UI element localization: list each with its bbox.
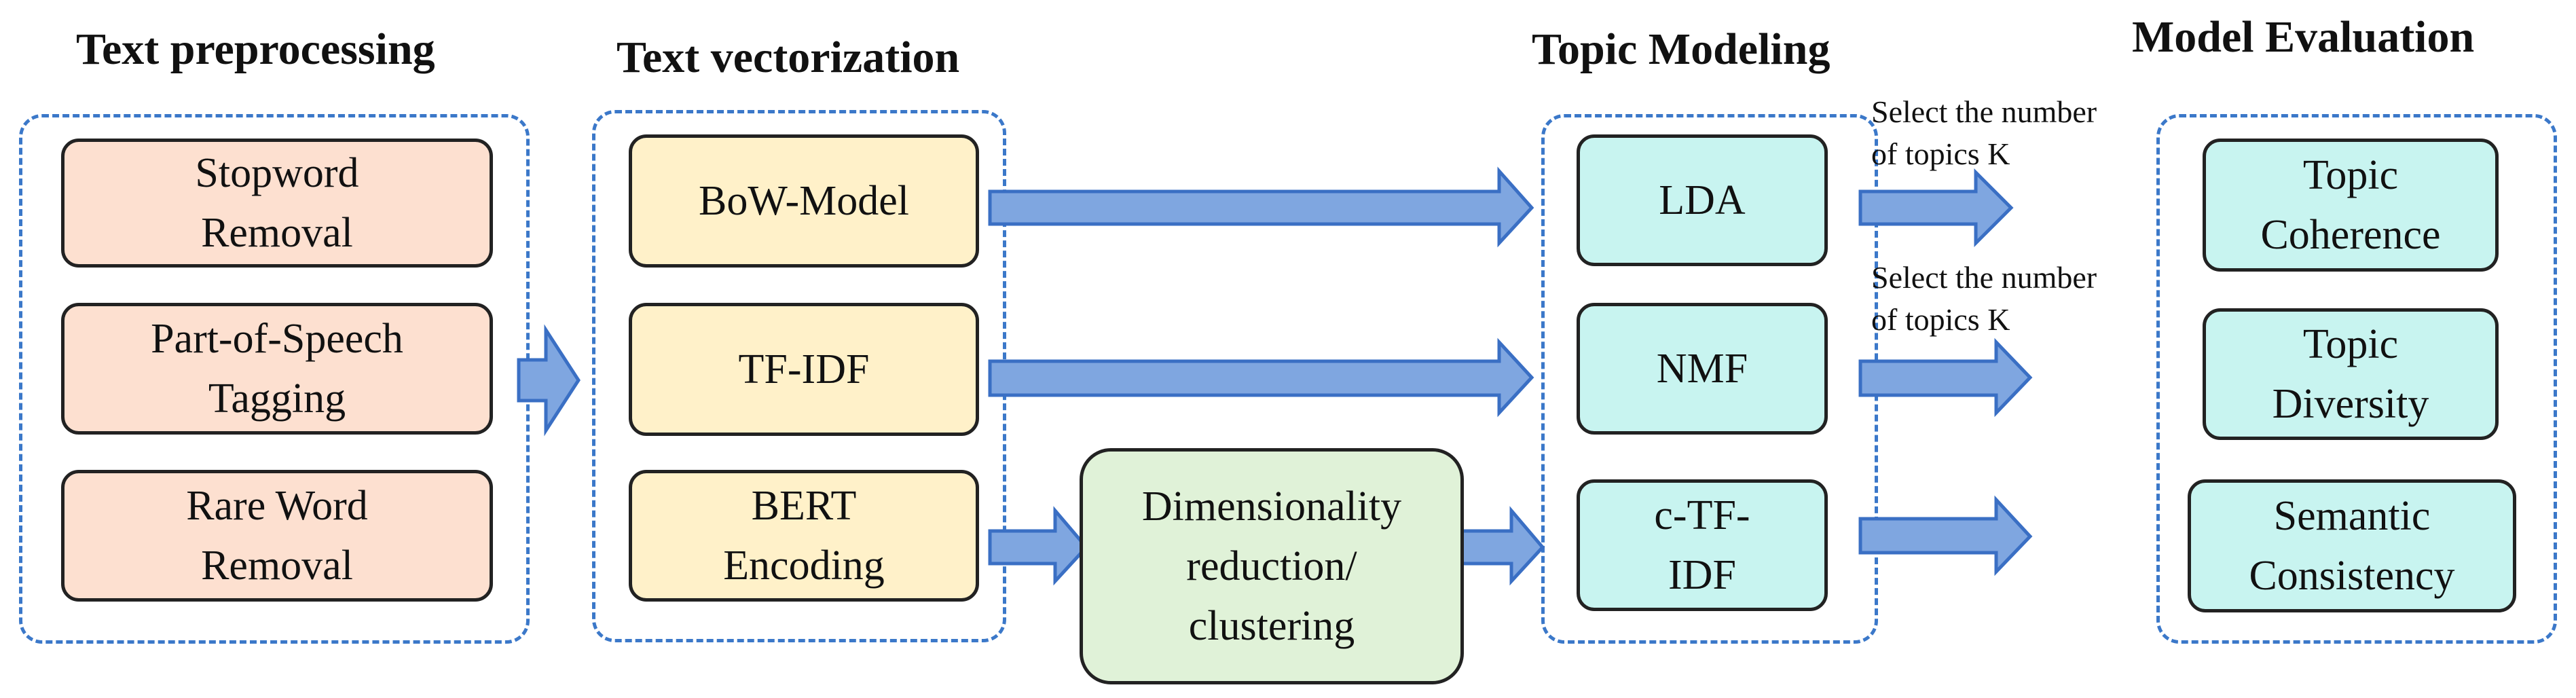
nmf-box: NMF: [1577, 303, 1828, 435]
pos-tagging-box: Part-of-Speech Tagging: [61, 303, 493, 435]
stopword-removal-box: Stopword Removal: [61, 139, 493, 268]
select-k-note-lda: Select the number of topics K: [1871, 94, 2097, 172]
topic-diversity-box: Topic Diversity: [2203, 308, 2499, 440]
dimensionality-reduction-box: Dimensionality reduction/ clustering: [1080, 448, 1464, 684]
lda-box: LDA: [1577, 134, 1828, 266]
arrow-tfidf-to-nmf: [988, 337, 1534, 418]
arrow-nmf-to-evaluation: [1858, 337, 2033, 418]
c-tf-idf-box: c-TF- IDF: [1577, 479, 1828, 611]
topic-coherence-box: Topic Coherence: [2203, 139, 2499, 272]
arrow-lda-to-evaluation: [1858, 168, 2014, 248]
select-k-note-nmf: Select the number of topics K: [1871, 260, 2097, 337]
vectorization-title: Text vectorization: [617, 33, 960, 82]
bert-encoding-box: BERT Encoding: [629, 470, 979, 602]
arrow-bert-to-dimensionality: [988, 506, 1089, 586]
topic-modeling-title: Topic Modeling: [1532, 24, 1830, 74]
bow-model-box: BoW-Model: [629, 134, 979, 268]
preprocessing-title: Text preprocessing: [76, 24, 435, 74]
semantic-consistency-box: Semantic Consistency: [2188, 479, 2516, 612]
tf-idf-box: TF-IDF: [629, 303, 979, 436]
rare-word-removal-box: Rare Word Removal: [61, 470, 493, 602]
evaluation-title: Model Evaluation: [2132, 12, 2475, 62]
arrow-ctfidf-to-evaluation: [1858, 495, 2033, 576]
arrow-bow-to-lda: [988, 166, 1534, 248]
evaluation-group: [2156, 114, 2557, 644]
arrow-preprocessing-to-vectorization: [517, 324, 581, 437]
